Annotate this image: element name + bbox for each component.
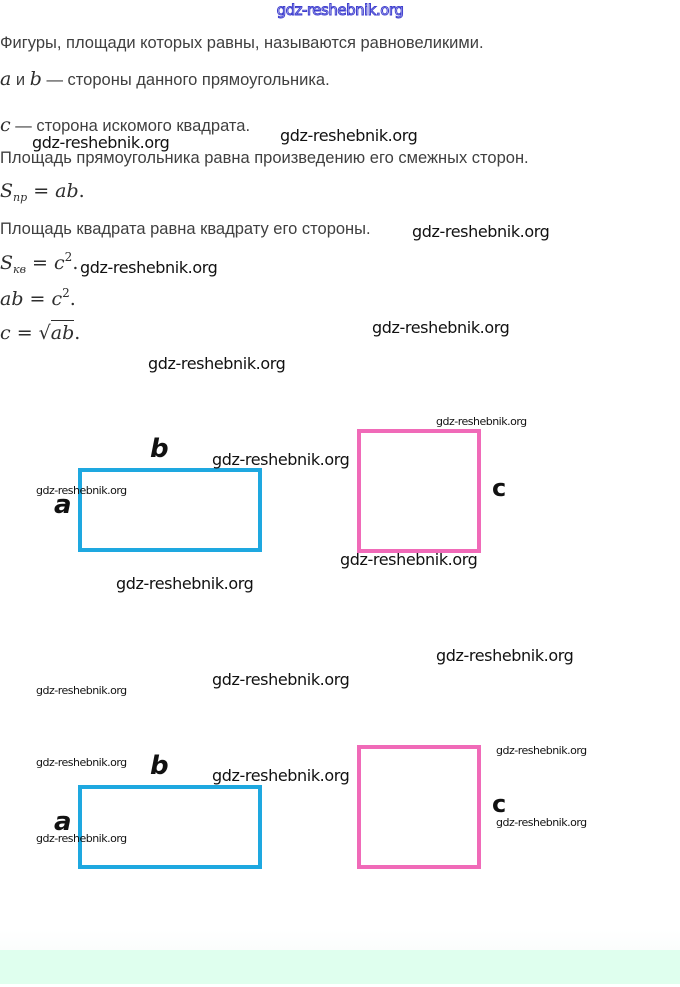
definition-text: Фигуры, площади которых равны, называютс…: [0, 34, 484, 52]
formula-lhs: c: [0, 322, 11, 344]
square-side-description: c — сторона искомого квадрата.: [0, 114, 250, 136]
sqrt-icon: √: [38, 322, 51, 344]
formula-rhs: ab: [55, 180, 79, 202]
watermark: gdz-reshebnik.org: [436, 646, 574, 665]
watermark: gdz-reshebnik.org: [372, 318, 510, 337]
watermark: gdz-reshebnik.org: [412, 222, 550, 241]
watermark: gdz-reshebnik.org: [36, 756, 127, 769]
label-a-1: a: [54, 490, 72, 520]
formula-end: .: [78, 180, 85, 202]
formula-equality: ab = c2.: [0, 286, 76, 310]
watermark: gdz-reshebnik.org: [212, 766, 350, 785]
label-b-1: b: [150, 434, 169, 464]
watermark: gdz-reshebnik.org: [436, 415, 527, 428]
label-c-2: c: [492, 790, 507, 818]
var-c: c: [0, 114, 11, 136]
watermark: gdz-reshebnik.org: [36, 484, 127, 497]
var-b: b: [29, 68, 42, 90]
rectangle-figure-1: [78, 468, 262, 552]
var-a: a: [0, 68, 12, 90]
formula-sub: кв: [13, 263, 27, 276]
formula-eq: =: [23, 288, 52, 310]
formula-rhs: c: [51, 288, 63, 310]
formula-eq: =: [27, 180, 56, 202]
formula-end: .: [72, 252, 79, 274]
formula-radicand: ab: [50, 320, 75, 344]
watermark: gdz-reshebnik.org: [148, 354, 286, 373]
square-area-rule: Площадь квадрата равна квадрату его стор…: [0, 220, 371, 238]
watermark: gdz-reshebnik.org: [116, 574, 254, 593]
rect-area-rule: Площадь прямоугольника равна произведени…: [0, 149, 529, 167]
watermark: gdz-reshebnik.org: [80, 258, 218, 277]
label-a-2: a: [54, 807, 72, 837]
formula-rhs: c: [54, 252, 65, 274]
square-figure-2: [357, 745, 481, 869]
conjunction: и: [11, 71, 30, 89]
footer-band: [0, 950, 680, 984]
watermark: gdz-reshebnik.org: [36, 832, 127, 845]
formula-end: .: [74, 322, 81, 344]
header-watermark: gdz-reshebnik.org: [276, 1, 404, 20]
formula-lhs: ab: [0, 288, 24, 310]
formula-eq: =: [26, 252, 55, 274]
formula-eq: =: [10, 322, 39, 344]
rectangle-figure-2: [78, 785, 262, 869]
watermark: gdz-reshebnik.org: [340, 550, 478, 569]
formula-exponent: 2: [62, 286, 70, 300]
watermark: gdz-reshebnik.org: [280, 126, 418, 145]
label-c-1: c: [492, 474, 507, 502]
footer-fade: [0, 930, 680, 950]
label-b-2: b: [150, 751, 169, 781]
formula-s: S: [0, 180, 14, 202]
watermark: gdz-reshebnik.org: [36, 684, 127, 697]
formula-rect-area: Sпр = ab.: [0, 180, 85, 204]
formula-square-area: Sкв = c2.: [0, 250, 78, 276]
formula-end: .: [69, 288, 76, 310]
formula-sub: пр: [13, 191, 28, 204]
formula-exponent: 2: [64, 250, 73, 264]
watermark: gdz-reshebnik.org: [560, 905, 651, 918]
watermark: gdz-reshebnik.org: [496, 816, 587, 829]
watermark: gdz-reshebnik.org: [212, 670, 350, 689]
sides-description: a и b — стороны данного прямоугольника.: [0, 68, 330, 90]
watermark: gdz-reshebnik.org: [32, 133, 170, 152]
sides-text: — стороны данного прямоугольника.: [41, 71, 330, 89]
formula-s: S: [0, 252, 14, 274]
formula-sqrt: c = √ab.: [0, 320, 81, 344]
watermark: gdz-reshebnik.org: [496, 744, 587, 757]
watermark: gdz-reshebnik.org: [212, 450, 350, 469]
square-figure-1: [357, 429, 481, 553]
square-side-text: — сторона искомого квадрата.: [10, 117, 251, 135]
